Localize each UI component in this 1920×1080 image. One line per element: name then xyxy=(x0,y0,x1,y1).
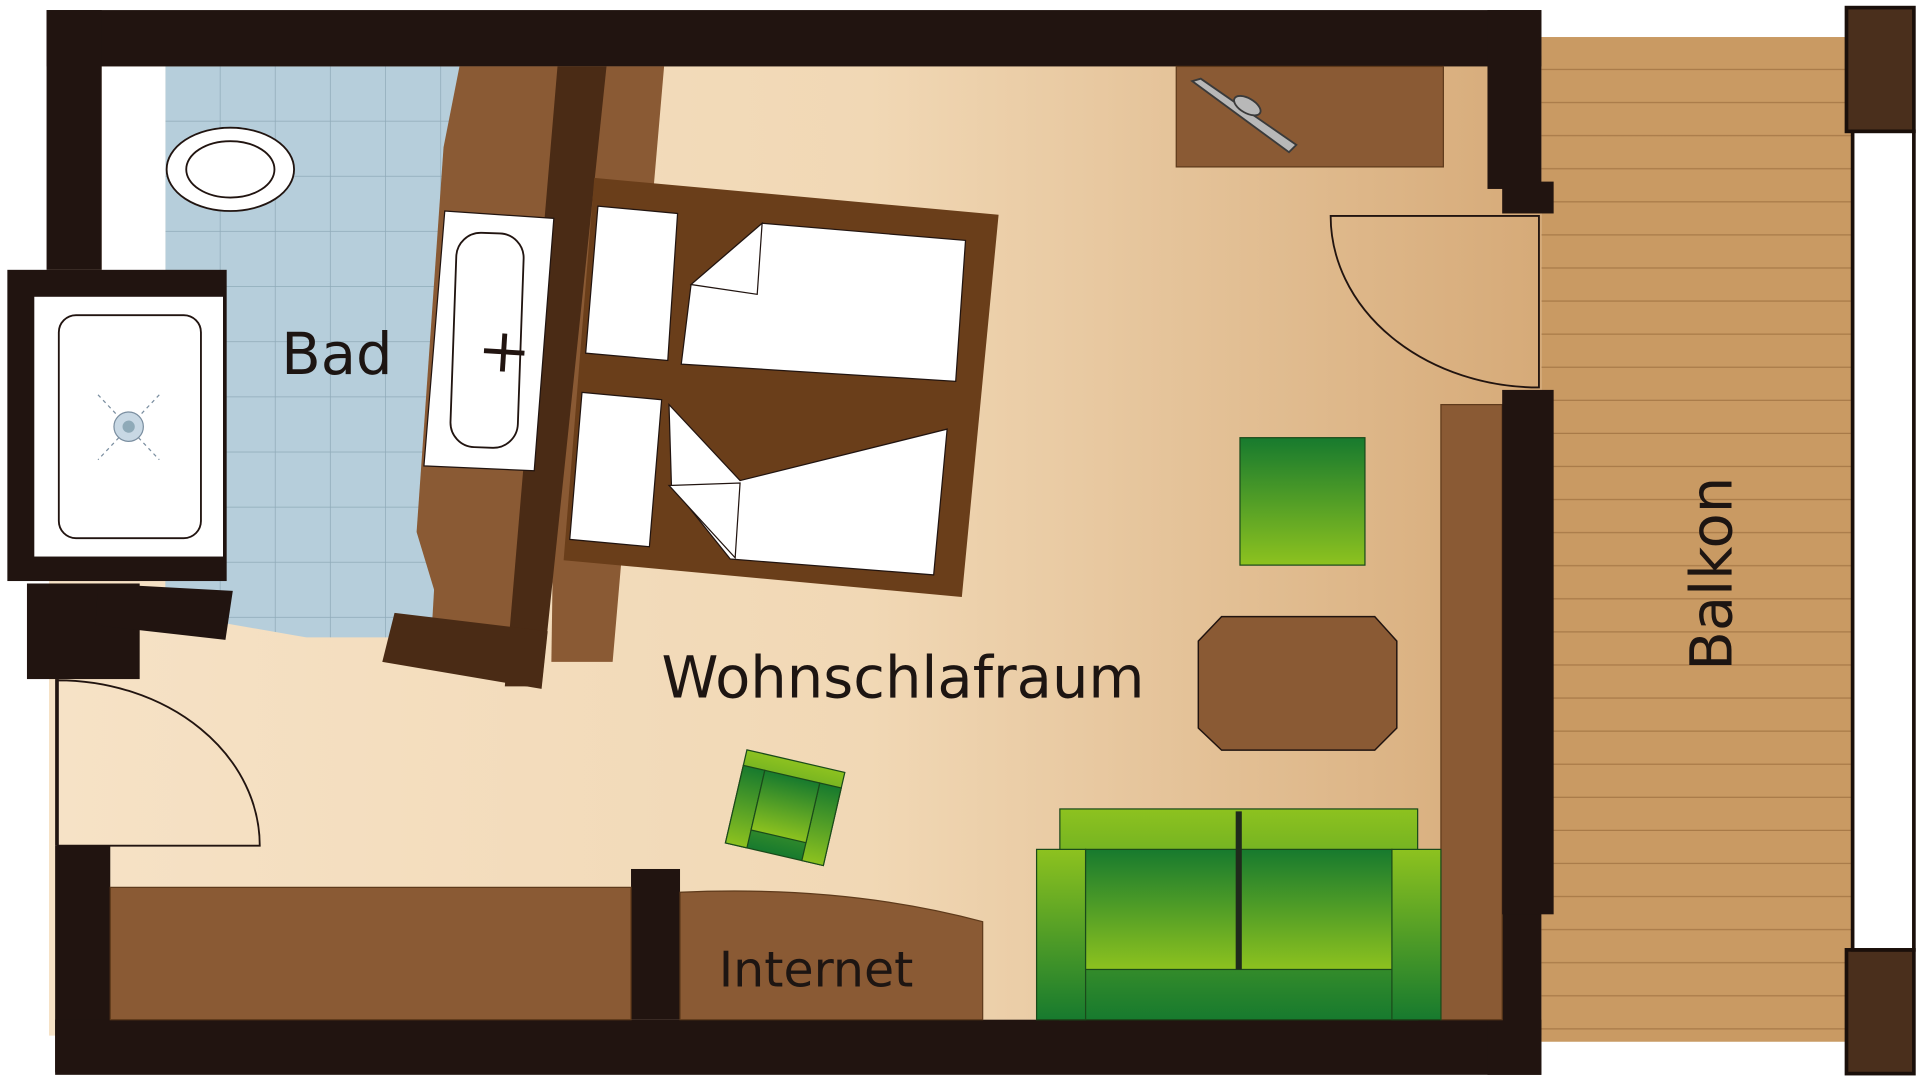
wall-left-upper xyxy=(46,10,102,270)
sink-basin xyxy=(449,231,525,449)
balcony-railing-post-bottom xyxy=(1844,948,1916,1076)
pillow-upper xyxy=(585,205,679,362)
shower xyxy=(7,269,227,582)
balcony-railing xyxy=(1850,129,1916,952)
window-cabinet xyxy=(1440,403,1503,1021)
double-bed xyxy=(563,177,999,597)
wall-right-upper xyxy=(1487,10,1542,189)
desk-top xyxy=(1175,65,1444,168)
entrance-door-swing xyxy=(56,679,261,847)
walls xyxy=(26,10,1554,1075)
room-label-bad: Bad xyxy=(281,321,392,388)
wardrobe-divider xyxy=(504,66,607,687)
internet-desk xyxy=(679,890,984,1021)
wall-desk xyxy=(1175,65,1444,168)
coffee-table xyxy=(1197,615,1398,751)
pillow-lower xyxy=(569,391,663,548)
faucet-icon xyxy=(483,333,525,372)
sofa xyxy=(1035,808,1442,1021)
balcony-deck xyxy=(1541,37,1853,1042)
room-label-balkon: Balkon xyxy=(1678,477,1745,671)
sofa-arm-left xyxy=(1035,848,1087,1021)
wall-top xyxy=(46,10,1542,67)
wall-desk-divider xyxy=(631,868,681,1020)
balcony-railing-post-top xyxy=(1844,5,1916,134)
desk-lamp-icon xyxy=(1190,77,1298,154)
sideboard xyxy=(109,886,632,1021)
duvet-lower xyxy=(668,403,948,576)
shower-drain-center xyxy=(122,420,135,433)
bathroom-wall-strip xyxy=(101,66,166,275)
wall-right-jamb xyxy=(1502,181,1554,214)
wall-bathroom-partition xyxy=(95,583,233,640)
furniture-label-internet: Internet xyxy=(719,942,914,999)
balcony xyxy=(1541,5,1916,1076)
entrance-door-leaf xyxy=(55,679,59,846)
toilet xyxy=(165,126,295,212)
wardrobe-base xyxy=(382,612,548,689)
duvet-lower-fold xyxy=(667,482,741,560)
window-frame xyxy=(1502,389,1554,915)
green-armchair xyxy=(1239,437,1366,566)
wall-bottom xyxy=(55,1019,1542,1075)
reading-armchair xyxy=(724,749,846,867)
room-label-wohnschlafraum: Wohnschlafraum xyxy=(662,644,1145,711)
balcony-door-swing xyxy=(1329,214,1540,389)
sofa-arm-right xyxy=(1391,848,1442,1021)
toilet-seat xyxy=(185,140,276,199)
duvet-upper-fold xyxy=(689,221,763,296)
